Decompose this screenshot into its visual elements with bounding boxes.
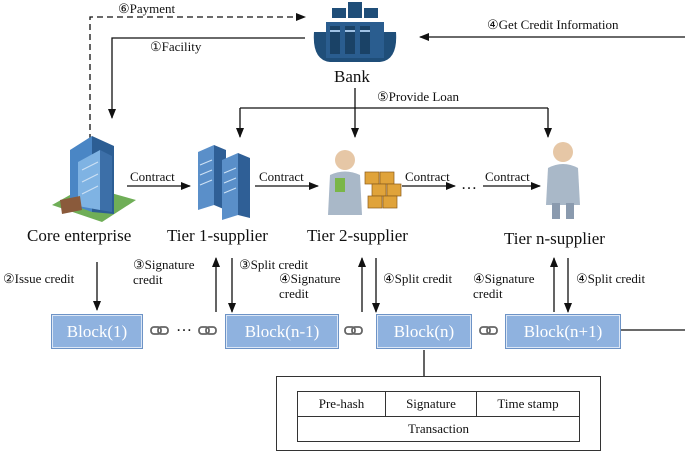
facility-label: ①Facility	[150, 39, 202, 54]
signature-cell: Signature	[385, 391, 477, 417]
facility-arrow	[108, 37, 305, 119]
get-credit-info-label: ④Get Credit Information	[487, 17, 619, 32]
person-icon	[546, 142, 580, 219]
block-detail-box: Pre-hash Signature Time stamp Transactio…	[276, 376, 601, 451]
signature-credit-label-2: ④Signature credit	[279, 271, 341, 301]
tiern-label: Tier n-supplier	[504, 229, 605, 248]
bank-label: Bank	[334, 67, 370, 86]
ellipsis-label: …	[461, 176, 477, 193]
payment-arrow	[89, 13, 306, 150]
chain-link-icon	[198, 326, 217, 335]
split-credit-label-2: ④Split credit	[383, 271, 453, 286]
payment-label: ⑥Payment	[118, 1, 176, 16]
contract-label-4: Contract	[485, 169, 530, 184]
contract-label-2: Contract	[259, 169, 304, 184]
core-enterprise-label: Core enterprise	[27, 226, 132, 245]
chain-link-icon	[479, 326, 498, 335]
block-n: Block(n)	[376, 314, 472, 349]
supplier-person-icon	[328, 150, 402, 215]
pre-hash-cell: Pre-hash	[297, 391, 386, 417]
signature-credit-label-3: ④Signature credit	[473, 271, 535, 301]
time-stamp-cell: Time stamp	[476, 391, 580, 417]
bank-icon	[313, 2, 397, 62]
contract-label-3: Contract	[405, 169, 450, 184]
chain-link-icon	[150, 326, 169, 335]
block-n-minus-1: Block(n-1)	[225, 314, 339, 349]
contract-label-1: Contract	[130, 169, 175, 184]
get-credit-info-arrow	[419, 33, 685, 331]
chain-link-icon	[344, 326, 363, 335]
transaction-cell: Transaction	[297, 416, 580, 442]
server-icon	[198, 145, 250, 220]
provide-loan-label: ⑤Provide Loan	[377, 89, 460, 104]
signature-credit-label-1: ③Signature credit	[133, 257, 195, 287]
tier2-label: Tier 2-supplier	[307, 226, 408, 245]
issue-credit-label: ②Issue credit	[3, 271, 75, 286]
split-credit-label-1: ③Split credit	[239, 257, 309, 272]
block-1: Block(1)	[51, 314, 143, 349]
tier1-label: Tier 1-supplier	[167, 226, 268, 245]
split-credit-label-3: ④Split credit	[576, 271, 646, 286]
chain-ellipsis: …	[176, 318, 192, 335]
core-enterprise-icon	[52, 136, 136, 222]
block-n-plus-1: Block(n+1)	[505, 314, 621, 349]
